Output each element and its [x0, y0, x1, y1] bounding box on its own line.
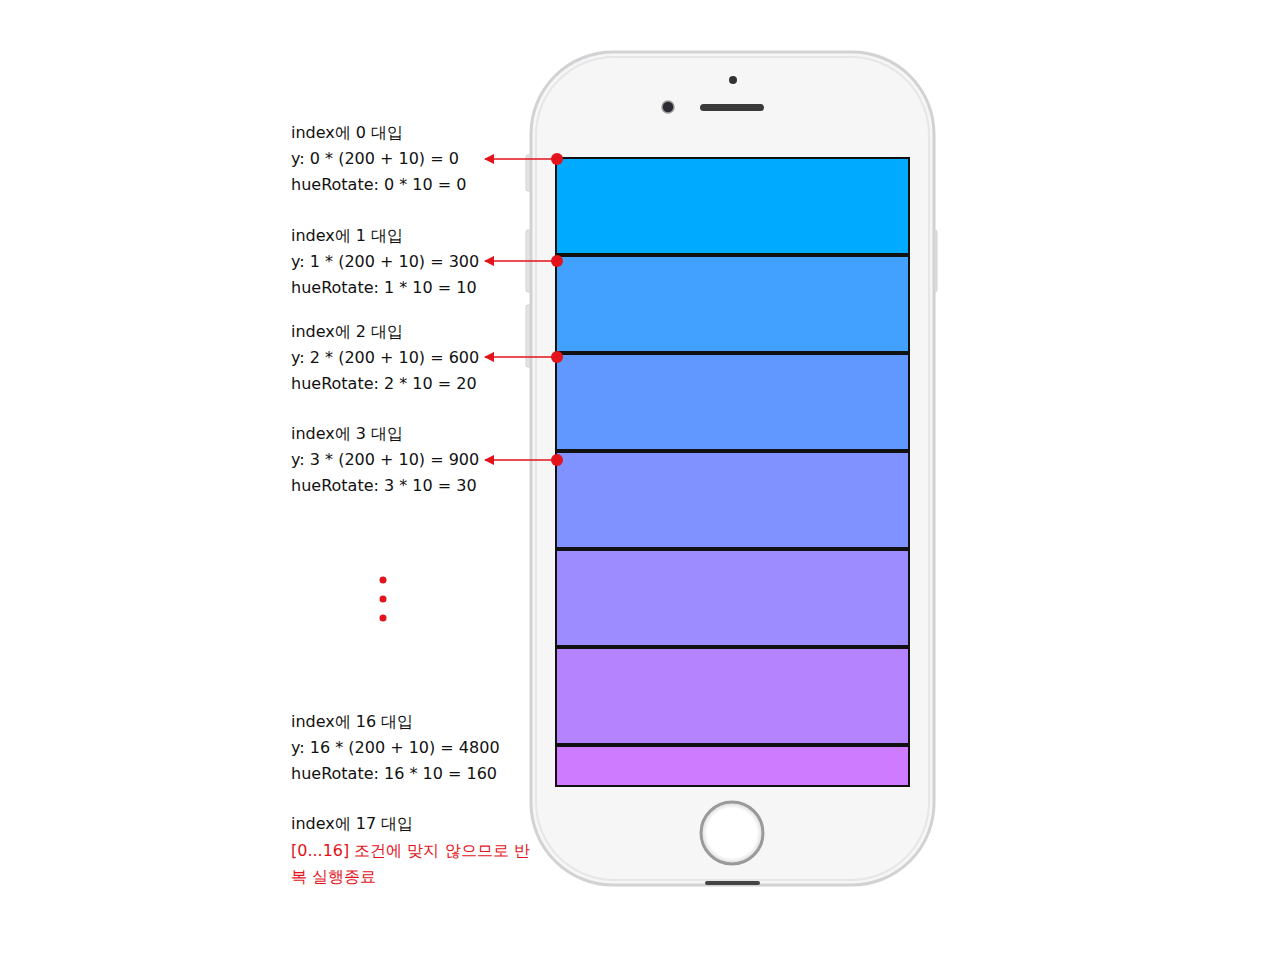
y-formula: y: 3 * (200 + 10) = 900: [291, 450, 479, 470]
step-heading: index에 3 대입: [291, 424, 403, 444]
leader-arrows: [485, 159, 555, 460]
screen: [555, 157, 910, 787]
phone-body: [531, 52, 934, 885]
bottom-edge: [705, 881, 760, 885]
color-band: [557, 159, 908, 253]
marker-dot: [551, 255, 563, 267]
ellipsis-dot: [380, 577, 387, 584]
color-band: [557, 649, 908, 743]
leader-arrow: [485, 158, 555, 160]
leader-arrow: [485, 459, 555, 461]
step-heading: index에 0 대입: [291, 123, 403, 143]
hue-formula: hueRotate: 3 * 10 = 30: [291, 476, 477, 496]
hue-formula: hueRotate: 16 * 10 = 160: [291, 764, 497, 784]
ellipsis-dot: [380, 596, 387, 603]
phone-bezel: [536, 57, 929, 880]
color-band: [557, 257, 908, 351]
leader-arrow: [485, 356, 555, 358]
color-band: [557, 355, 908, 449]
color-band: [557, 551, 908, 645]
hue-formula: hueRotate: 1 * 10 = 10: [291, 278, 477, 298]
end-note: [0...16] 조건에 맞지 않으므로 반복 실행종료: [291, 838, 531, 890]
step-heading: index에 1 대입: [291, 226, 403, 246]
y-formula: y: 2 * (200 + 10) = 600: [291, 348, 479, 368]
home-button: [701, 802, 763, 864]
step-heading: index에 16 대입: [291, 712, 413, 732]
color-band: [557, 747, 908, 785]
hue-formula: hueRotate: 0 * 10 = 0: [291, 175, 466, 195]
step-heading: index에 2 대입: [291, 322, 403, 342]
marker-dot: [551, 454, 563, 466]
camera: [662, 101, 674, 113]
leader-arrow: [485, 260, 555, 262]
marker-dot: [551, 153, 563, 165]
step-heading: index에 17 대입: [291, 814, 413, 834]
y-formula: y: 0 * (200 + 10) = 0: [291, 149, 459, 169]
color-band: [557, 453, 908, 547]
y-formula: y: 1 * (200 + 10) = 300: [291, 252, 479, 272]
y-formula: y: 16 * (200 + 10) = 4800: [291, 738, 500, 758]
sensor-dot: [729, 76, 737, 84]
ellipsis-dot: [380, 615, 387, 622]
hue-formula: hueRotate: 2 * 10 = 20: [291, 374, 477, 394]
speaker: [700, 104, 764, 111]
marker-dot: [551, 351, 563, 363]
